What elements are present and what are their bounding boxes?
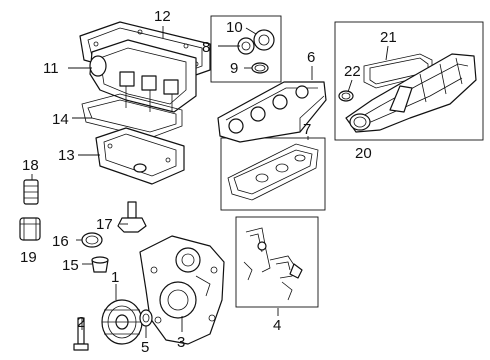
intake-manifold [345,53,477,133]
callout-22: 22 [344,63,361,80]
callout-16: 16 [52,233,69,250]
callout-12: 12 [154,8,171,25]
callout-21: 21 [380,29,397,46]
leader-lines [31,26,389,338]
intake-port-gasket [338,90,354,102]
callout-17: 17 [96,216,113,233]
oil-pan-upper [89,39,197,113]
valve-cover-gasket [227,143,319,201]
oil-pan-lower [95,127,185,185]
drain-plug [91,256,109,273]
callout-1: 1 [111,269,119,286]
crankshaft-seal [139,309,153,327]
callout-20: 20 [355,145,372,162]
group-box-7 [220,137,326,211]
group-box-8 [210,15,282,83]
filler-cap-seal [251,62,269,74]
callout-14: 14 [52,111,69,128]
oil-level-sensor [117,201,147,233]
callout-18: 18 [22,157,39,174]
callout-15: 15 [62,257,79,274]
o-ring [81,232,103,248]
group-box-4 [235,216,319,308]
callout-19: 19 [20,249,37,266]
callout-4: 4 [273,317,281,334]
callout-labels: 12 11 14 13 18 19 17 16 15 1 2 3 5 4 6 7… [20,8,397,356]
oil-filler-cap [237,29,275,55]
timing-cover [139,235,225,345]
callout-13: 13 [58,147,75,164]
oil-filter-housing [19,217,41,241]
callout-2: 2 [77,314,85,331]
callout-9: 9 [230,60,238,77]
callout-3: 3 [177,334,185,351]
callout-8: 8 [202,39,210,56]
callout-7: 7 [303,121,311,138]
group-box-20 [334,21,484,141]
crankshaft-pulley [101,299,143,345]
callout-6: 6 [307,49,315,66]
callout-10: 10 [226,19,243,36]
timing-cover-gasket-set [243,227,303,301]
callout-5: 5 [141,339,149,356]
valve-cover [217,81,327,143]
oil-filter-element [23,179,39,205]
callout-11: 11 [43,60,59,77]
